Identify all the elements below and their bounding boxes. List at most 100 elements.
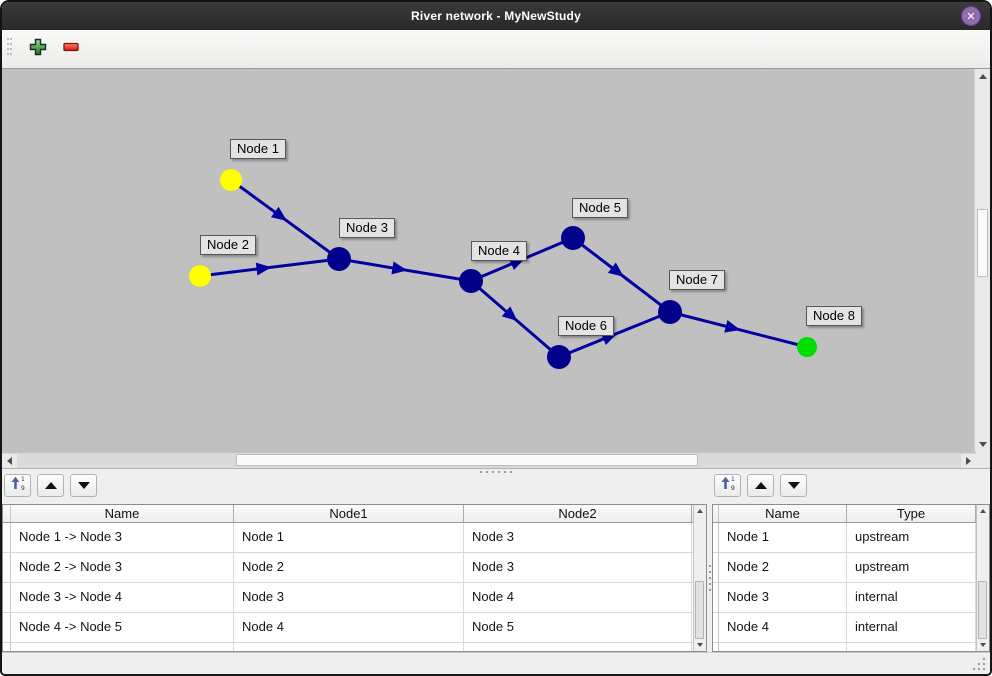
canvas-horizontal-scrollbar[interactable] — [2, 452, 976, 468]
table-cell[interactable]: internal — [847, 613, 976, 642]
column-header[interactable]: Name — [11, 505, 234, 522]
network-svg — [189, 169, 817, 369]
window-title: River network - MyNewStudy — [411, 9, 581, 23]
vertical-splitter[interactable] — [707, 504, 712, 652]
canvas-vscroll-thumb[interactable] — [977, 209, 988, 277]
sort-ascending-icon: 1 9 — [720, 475, 735, 496]
scroll-up-icon[interactable] — [975, 69, 990, 84]
row-header-stub — [713, 583, 719, 612]
canvas-hscroll-thumb[interactable] — [236, 454, 698, 466]
scroll-down-icon[interactable] — [975, 437, 990, 452]
scroll-thumb[interactable] — [695, 581, 704, 639]
sort-ascending-icon: 1 9 — [10, 475, 25, 496]
scroll-thumb[interactable] — [978, 581, 987, 639]
status-bar — [2, 652, 990, 674]
table-cell[interactable]: Node 4 — [719, 613, 847, 642]
column-header[interactable]: Node1 — [234, 505, 464, 522]
column-header[interactable]: Name — [719, 505, 847, 522]
node-7[interactable] — [658, 300, 682, 324]
node-6[interactable] — [547, 345, 571, 369]
sort-button[interactable]: 1 9 — [4, 474, 31, 497]
scroll-down-icon[interactable] — [694, 639, 706, 651]
table-cell[interactable]: upstream — [847, 523, 976, 552]
node-label: Node 8 — [806, 306, 862, 326]
node-8[interactable] — [797, 337, 817, 357]
remove-button[interactable] — [58, 36, 84, 62]
row-header-stub — [3, 583, 11, 612]
node-label: Node 6 — [558, 316, 614, 336]
node-label: Node 5 — [572, 198, 628, 218]
close-icon[interactable]: ✕ — [961, 6, 981, 26]
table-cell[interactable]: Node 5 — [464, 613, 692, 642]
node-label: Node 7 — [669, 270, 725, 290]
table-cell[interactable]: Node 3 — [719, 583, 847, 612]
flow-arrow-icon — [501, 306, 518, 322]
flow-arrow-icon — [724, 319, 741, 333]
scrollbar-corner — [976, 452, 990, 468]
column-header[interactable]: Node2 — [464, 505, 692, 522]
node-4[interactable] — [459, 269, 483, 293]
table-cell[interactable]: Node 3 — [464, 553, 692, 582]
row-header-stub — [713, 505, 719, 522]
node-5[interactable] — [561, 226, 585, 250]
scroll-left-icon[interactable] — [2, 454, 17, 468]
table-cell — [847, 643, 976, 651]
reach-table-scrollbar[interactable] — [693, 505, 706, 651]
table-cell[interactable]: Node 1 — [719, 523, 847, 552]
node-table-scrollbar[interactable] — [976, 505, 989, 651]
node-3[interactable] — [327, 247, 351, 271]
move-down-button[interactable] — [70, 474, 97, 497]
add-button[interactable] — [25, 36, 51, 62]
column-header[interactable]: Type — [847, 505, 976, 522]
plus-icon — [29, 38, 47, 61]
table-cell[interactable]: Node 2 — [719, 553, 847, 582]
row-header-stub — [713, 553, 719, 582]
node-1[interactable] — [220, 169, 242, 191]
horizontal-splitter[interactable] — [2, 468, 990, 474]
table-cell[interactable]: Node 1 — [234, 523, 464, 552]
table-cell[interactable]: Node 4 — [234, 613, 464, 642]
scroll-up-icon[interactable] — [977, 505, 989, 517]
table-cell[interactable]: Node 4 — [464, 583, 692, 612]
table-cell[interactable]: Node 2 -> Node 3 — [11, 553, 234, 582]
main-toolbar — [2, 30, 990, 69]
move-up-button[interactable] — [37, 474, 64, 497]
scroll-down-icon[interactable] — [977, 639, 989, 651]
toolbar-drag-handle[interactable] — [7, 38, 17, 60]
table-cell[interactable]: Node 3 — [464, 523, 692, 552]
canvas-vertical-scrollbar[interactable] — [974, 69, 990, 452]
move-up-button[interactable] — [747, 474, 774, 497]
table-cell — [234, 643, 464, 651]
scroll-right-icon[interactable] — [961, 454, 976, 468]
row-header-stub — [713, 613, 719, 642]
resize-grip-icon[interactable] — [972, 657, 986, 671]
table-cell[interactable]: Node 1 -> Node 3 — [11, 523, 234, 552]
svg-text:1: 1 — [731, 476, 735, 483]
move-down-button[interactable] — [780, 474, 807, 497]
table-cell[interactable]: Node 3 -> Node 4 — [11, 583, 234, 612]
scroll-up-icon[interactable] — [694, 505, 706, 517]
flow-arrow-icon — [391, 261, 408, 275]
node-2[interactable] — [189, 265, 211, 287]
table-cell[interactable]: Node 2 — [234, 553, 464, 582]
table-cell[interactable]: Node 4 -> Node 5 — [11, 613, 234, 642]
table-cell[interactable]: internal — [847, 583, 976, 612]
table-cell[interactable]: Node 3 — [234, 583, 464, 612]
down-arrow-icon — [77, 482, 90, 489]
table-cell[interactable]: upstream — [847, 553, 976, 582]
sort-button[interactable]: 1 9 — [714, 474, 741, 497]
